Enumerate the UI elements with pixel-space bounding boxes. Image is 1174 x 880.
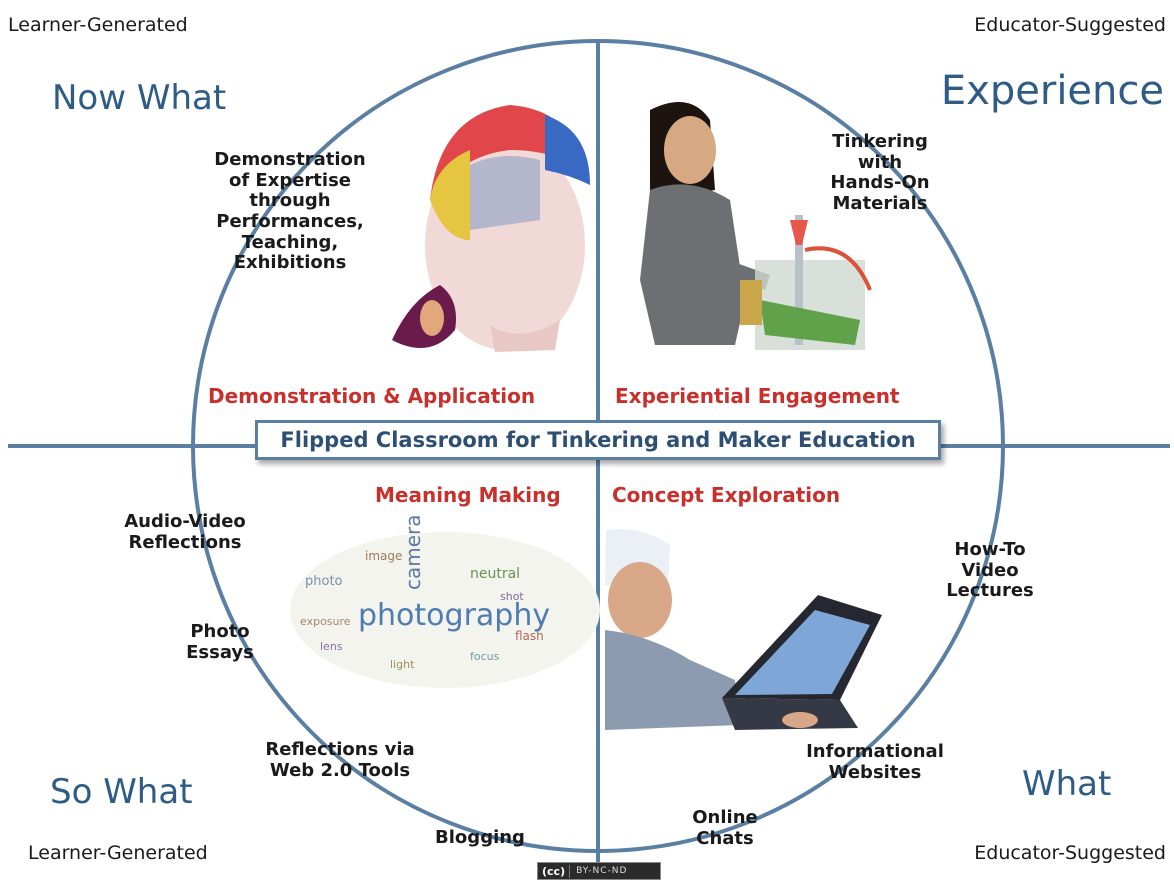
meaning-making-label: Meaning Making [375,483,561,507]
center-title-banner: Flipped Classroom for Tinkering and Make… [255,420,941,460]
cloud-minor-word: camera [401,514,425,590]
what-heading: What [1022,764,1112,804]
tinkering-note: Tinkering with Hands-On Materials [830,131,930,215]
top-right-source: Educator-Suggested [974,14,1166,36]
license-terms: BY-NC-ND [576,866,628,876]
word-cloud-image: photo image neutral flash lens focus lig… [290,514,600,688]
bottom-left-source: Learner-Generated [28,842,208,864]
cloud-minor-word: shot [500,590,524,603]
cloud-minor-word: image [365,549,402,563]
experiential-engagement-label: Experiential Engagement [615,384,900,408]
cc-icon: (cc) [538,864,571,878]
demonstration-of-expertise-note: Demonstration of Expertise through Perfo… [214,149,366,274]
so-what-heading: So What [50,772,193,812]
experience-heading: Experience [940,68,1164,114]
informational-websites-note: Informational Websites [806,741,944,783]
blogging-note: Blogging [435,827,525,848]
bottom-right-source: Educator-Suggested [974,842,1166,864]
web20-reflections-note: Reflections via Web 2.0 Tools [265,739,415,781]
concept-exploration-label: Concept Exploration [612,483,841,507]
photo-essays-note: Photo Essays [186,621,254,663]
top-left-source: Learner-Generated [8,14,188,36]
demonstration-application-label: Demonstration & Application [208,384,536,408]
cloud-minor-word: exposure [300,615,351,628]
how-to-video-lectures-note: How-To Video Lectures [946,539,1034,602]
creative-commons-badge: (cc) BY-NC-ND [537,862,661,880]
cloud-minor-word: flash [515,629,544,643]
online-chats-note: Online Chats [692,807,758,849]
student-tinkering-image [640,102,872,350]
center-title: Flipped Classroom for Tinkering and Make… [280,428,916,452]
cloud-main-word: photography [358,598,550,633]
student-laptop-image [605,529,882,730]
cloud-minor-word: lens [320,640,343,653]
audio-video-reflections-note: Audio-Video Reflections [124,511,246,553]
cloud-minor-word: light [390,658,415,671]
cloud-minor-word: photo [305,574,343,589]
cloud-minor-word: neutral [470,566,520,582]
now-what-heading: Now What [52,78,227,118]
cloud-minor-word: focus [470,650,500,663]
brain-head-image [392,105,590,352]
